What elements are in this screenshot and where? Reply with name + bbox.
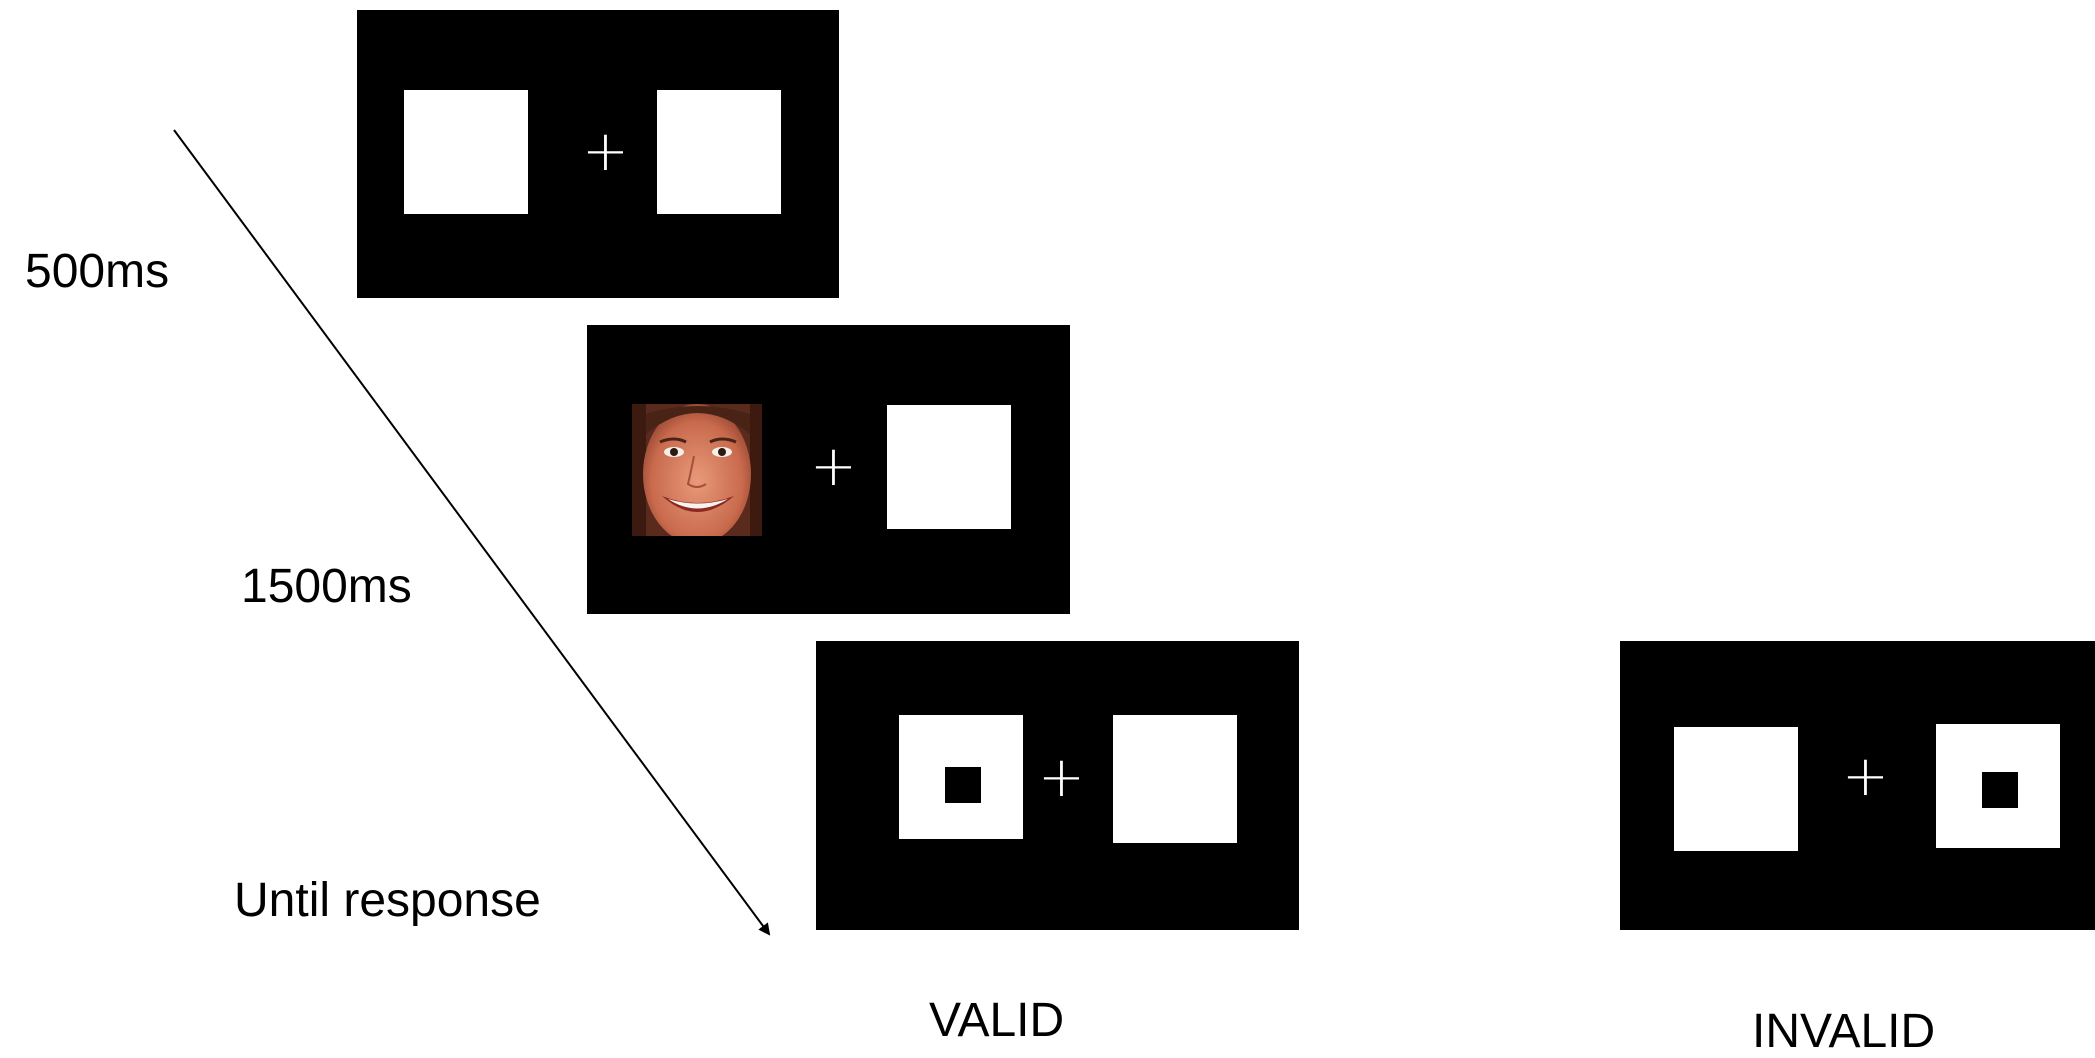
- fixation-cross: +: [582, 119, 629, 184]
- target-duration-label: Until response: [234, 874, 541, 927]
- fixation-duration-label: 500ms: [25, 245, 170, 298]
- cue-duration-label: 1500ms: [241, 560, 412, 613]
- invalid-condition-label: INVALID: [1752, 1005, 1936, 1058]
- fixation-cross: +: [1842, 744, 1889, 809]
- smiling-face-icon: [632, 404, 762, 536]
- valid-target-screen: +: [816, 641, 1299, 930]
- invalid-target-screen: +: [1620, 641, 2095, 930]
- left-placeholder-box: [899, 715, 1023, 839]
- target-square: [1982, 772, 2018, 808]
- right-placeholder-box: [1936, 724, 2060, 848]
- fixation-cross: +: [1038, 745, 1085, 810]
- fixation-screen: +: [357, 10, 839, 298]
- cue-screen: +: [587, 325, 1070, 614]
- right-placeholder-box: [1113, 715, 1237, 843]
- left-placeholder-box: [1674, 727, 1798, 851]
- right-placeholder-box: [887, 405, 1011, 529]
- fixation-cross: +: [810, 434, 857, 499]
- right-placeholder-box: [657, 90, 781, 214]
- target-square: [945, 767, 981, 803]
- left-placeholder-box: [404, 90, 528, 214]
- valid-condition-label: VALID: [929, 994, 1065, 1047]
